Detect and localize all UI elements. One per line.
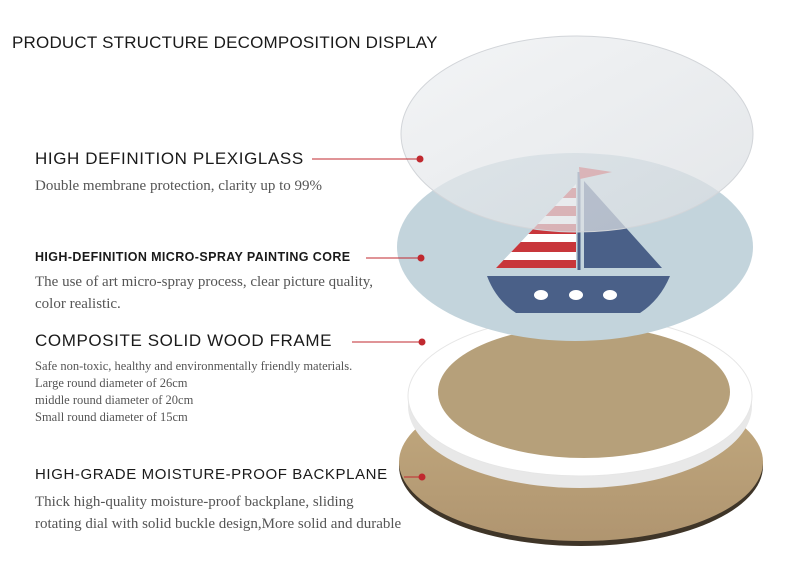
page-title: PRODUCT STRUCTURE DECOMPOSITION DISPLAY	[12, 33, 438, 52]
backplane-heading: HIGH-GRADE MOISTURE-PROOF BACKPLANE	[35, 466, 388, 483]
painting-core-description: The use of art micro-spray process, clea…	[35, 271, 373, 315]
plexiglass-layer	[400, 35, 754, 233]
plexiglass-description: Double membrane protection, clarity up t…	[35, 176, 322, 196]
description-line: Thick high-quality moisture-proof backpl…	[35, 494, 354, 510]
callout-painting-core	[366, 254, 425, 262]
callout-wood-frame	[352, 338, 426, 346]
description-line: Safe non-toxic, healthy and environmenta…	[35, 359, 353, 373]
description-line: rotating dial with solid buckle design,M…	[35, 516, 402, 532]
callout-plexiglass	[312, 155, 424, 163]
wood-frame-layer	[407, 315, 753, 488]
description-line: The use of art micro-spray process, clea…	[35, 274, 374, 290]
painting-core-heading: HIGH-DEFINITION MICRO-SPRAY PAINTING COR…	[35, 250, 351, 264]
description-line: color realistic.	[35, 296, 121, 312]
wood-frame-description: Safe non-toxic, healthy and environmenta…	[35, 358, 352, 426]
callout-backplane	[404, 473, 426, 481]
description-line: middle round diameter of 20cm	[35, 393, 194, 407]
plexiglass-heading: HIGH DEFINITION PLEXIGLASS	[35, 149, 304, 168]
wood-frame-heading: COMPOSITE SOLID WOOD FRAME	[35, 331, 333, 350]
description-line: Large round diameter of 26cm	[35, 376, 188, 390]
backplane-description: Thick high-quality moisture-proof backpl…	[35, 491, 401, 535]
description-line: Double membrane protection, clarity up t…	[35, 178, 322, 194]
description-line: Small round diameter of 15cm	[35, 410, 188, 424]
